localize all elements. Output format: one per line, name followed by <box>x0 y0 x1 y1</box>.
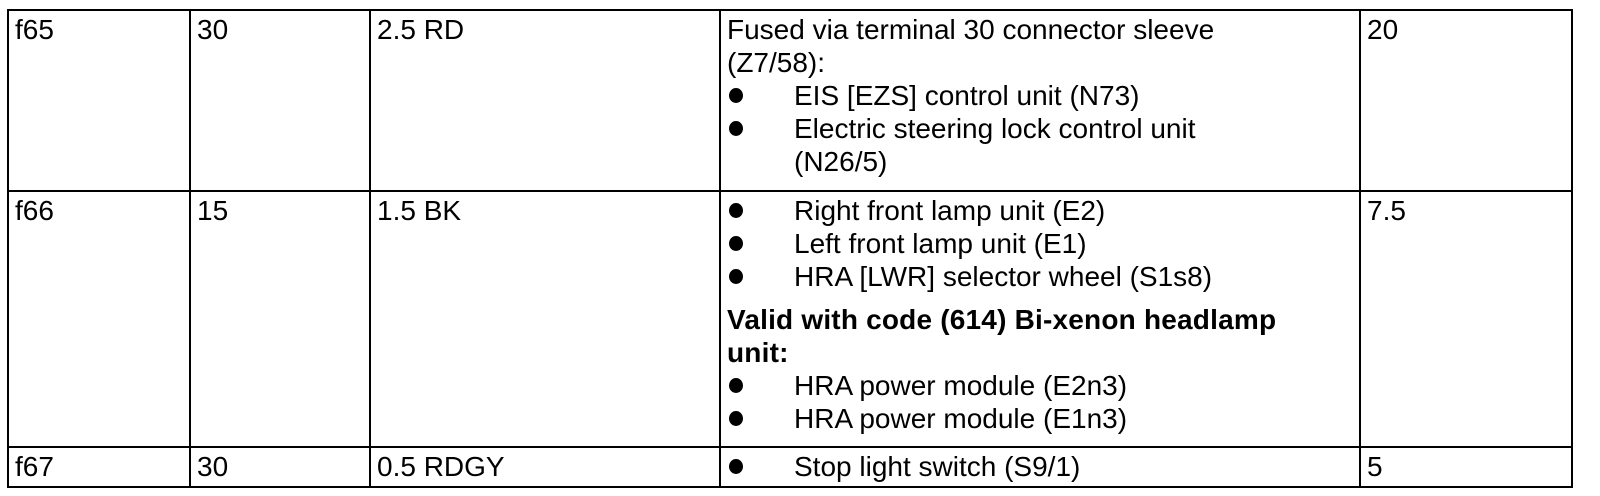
wire-spec-cell: 0.5 RDGY <box>371 448 721 486</box>
description-line: Left front lamp unit (E1) <box>794 228 1087 259</box>
description-line: Electric steering lock control unit <box>794 113 1196 144</box>
amperage-cell: 5 <box>1367 451 1383 482</box>
description-line: Right front lamp unit (E2) <box>794 195 1106 226</box>
terminal-cell: 15 <box>191 192 371 448</box>
terminal-cell: 30 <box>191 448 371 486</box>
fuse-id-cell: f65 <box>9 11 191 192</box>
fuse-id-cell: f66 <box>9 192 191 448</box>
bullet-icon <box>729 411 743 426</box>
description-bullet-line: EIS [EZS] control unit (N73) <box>727 79 1353 112</box>
description-cell: Fused via terminal 30 connector sleeve(Z… <box>721 11 1361 192</box>
description-bullet-line: Left front lamp unit (E1) <box>727 227 1353 260</box>
description-cell: Stop light switch (S9/1) <box>721 448 1361 486</box>
bullet-icon <box>729 236 743 251</box>
description-line: Fused via terminal 30 connector sleeve <box>727 14 1215 45</box>
terminal-cell: 30 <box>191 11 371 192</box>
bullet-icon <box>729 459 743 474</box>
bullet-icon <box>729 121 743 136</box>
amperage-cell: 20 <box>1361 11 1571 192</box>
wire-spec-cell: 1.5 BK <box>371 192 721 448</box>
description-cell: Right front lamp unit (E2)Left front lam… <box>721 192 1361 448</box>
description-bullet-line: HRA power module (E1n3) <box>727 402 1353 435</box>
description-line: (N26/5) <box>794 146 888 177</box>
description-line: EIS [EZS] control unit (N73) <box>794 80 1140 111</box>
description-bullet-line: Electric steering lock control unit <box>727 112 1353 145</box>
description-bullet-line: Stop light switch (S9/1) <box>727 450 1353 483</box>
description-line: HRA power module (E1n3) <box>794 403 1128 434</box>
bullet-icon <box>729 269 743 284</box>
description-bullet-line: Right front lamp unit (E2) <box>727 194 1353 227</box>
description-line: unit: <box>727 337 789 368</box>
bullet-icon <box>729 203 743 218</box>
description-line: Valid with code (614) Bi-xenon headlamp <box>727 304 1277 335</box>
fuse-id-cell: f67 <box>9 448 191 486</box>
description-line: Stop light switch (S9/1) <box>794 451 1081 482</box>
wire-spec-cell: 2.5 RD <box>371 11 721 192</box>
bullet-icon <box>729 88 743 103</box>
description-line: (Z7/58): <box>727 47 826 78</box>
description-bullet-line: HRA [LWR] selector wheel (S1s8) <box>727 260 1353 293</box>
description-bullet-line: HRA power module (E2n3) <box>727 369 1353 402</box>
description-line: HRA power module (E2n3) <box>794 370 1128 401</box>
amperage-cell: 7.5 <box>1361 192 1571 448</box>
description-line: HRA [LWR] selector wheel (S1s8) <box>794 261 1213 292</box>
bullet-icon <box>729 378 743 393</box>
